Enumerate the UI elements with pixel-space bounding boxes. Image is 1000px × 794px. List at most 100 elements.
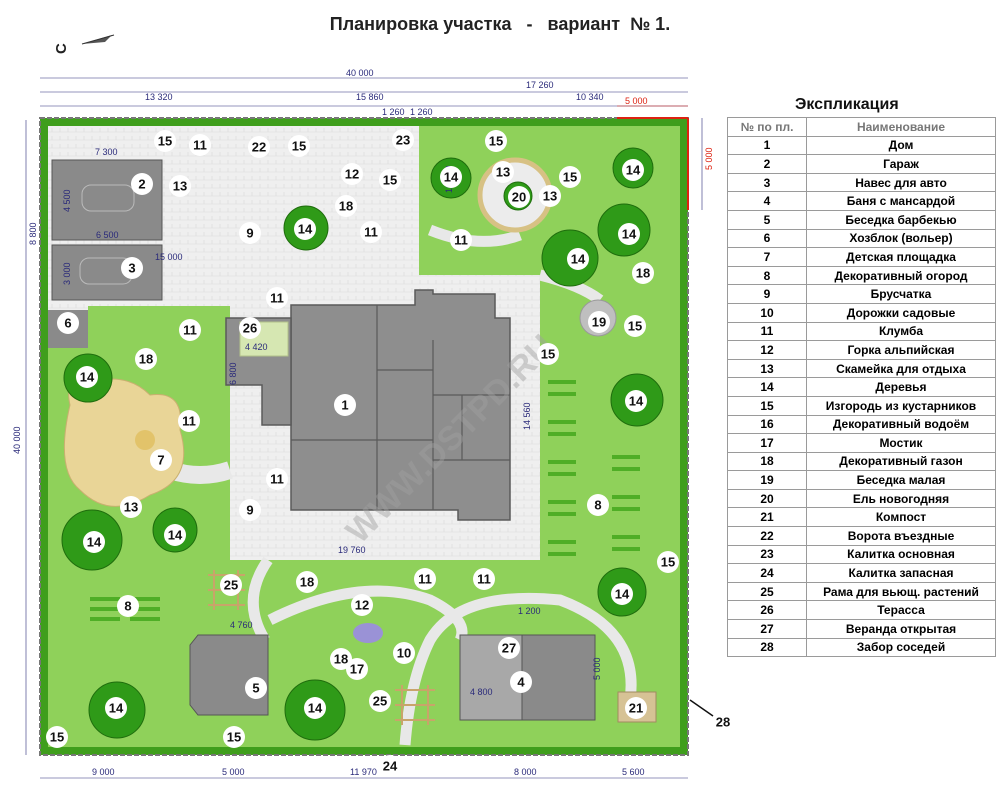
legend-row-name: Калитка запасная xyxy=(806,563,996,583)
legend-row-number: 1 xyxy=(727,135,807,156)
feature-label-8: 8 xyxy=(124,599,131,614)
legend-row-number: 27 xyxy=(727,619,807,639)
feature-label-circle xyxy=(266,287,288,309)
feature-label-circle xyxy=(164,524,186,546)
vegetable-beds xyxy=(90,380,640,621)
legend-row-name: Декоративный огород xyxy=(806,265,996,286)
bbq-gazebo xyxy=(189,634,269,716)
legend-col-no: № по пл. xyxy=(727,117,807,137)
dim-drive: 15 000 xyxy=(155,252,183,262)
feature-label-15: 15 xyxy=(489,134,503,149)
legend-row-number: 11 xyxy=(727,321,807,342)
legend-row-name: Беседка барбекью xyxy=(806,209,996,230)
feature-label-1: 1 xyxy=(341,398,348,413)
dim-right-neighbor: 5 000 xyxy=(704,147,714,170)
house-walls xyxy=(291,305,510,510)
feature-label-14: 14 xyxy=(629,394,644,409)
feature-label-circle xyxy=(510,671,532,693)
feature-label-circle xyxy=(632,262,654,284)
dim-bottom-5: 5 600 xyxy=(622,767,645,777)
dim-bottom-4: 8 000 xyxy=(514,767,537,777)
legend-row-name: Мостик xyxy=(806,433,996,453)
legend-row-number: 16 xyxy=(727,414,807,435)
feature-label-13: 13 xyxy=(173,179,187,194)
feature-label-circle xyxy=(334,394,356,416)
legend-row-name: Дом xyxy=(806,135,996,156)
legend-row-name: Ворота въездные xyxy=(806,526,996,546)
legend-row-number: 18 xyxy=(727,451,807,472)
feature-label-circle xyxy=(239,499,261,521)
feature-label-14: 14 xyxy=(444,170,459,185)
feature-label-11: 11 xyxy=(183,323,197,338)
feature-label-18: 18 xyxy=(300,575,314,590)
fence xyxy=(39,117,689,756)
feature-label-circle xyxy=(360,221,382,243)
feature-label-circle xyxy=(135,348,157,370)
feature-label-14: 14 xyxy=(308,701,323,716)
feature-label-13: 13 xyxy=(124,500,138,515)
feature-label-15: 15 xyxy=(227,730,241,745)
legend-row-number: 9 xyxy=(727,284,807,304)
feature-label-6: 6 xyxy=(64,316,71,331)
legend-row-name: Компост xyxy=(806,507,996,528)
north-arrow: С xyxy=(53,34,115,54)
feature-label-circle xyxy=(117,595,139,617)
legend-row-name: Деревья xyxy=(806,377,996,397)
feature-label-circle xyxy=(392,129,414,151)
feature-label-15: 15 xyxy=(383,173,397,188)
dim-gate1: 1 260 xyxy=(382,107,405,117)
feature-label-17: 17 xyxy=(350,662,364,677)
legend-row-number: 21 xyxy=(727,507,807,528)
feature-label-circle xyxy=(414,568,436,590)
feature-label-circle xyxy=(330,648,352,670)
legend-row-number: 17 xyxy=(727,433,807,453)
feature-label-9: 9 xyxy=(246,226,253,241)
feature-label-circle xyxy=(220,574,242,596)
dim-7300: 7 300 xyxy=(95,147,118,157)
legend-row-name: Ель новогодняя xyxy=(806,488,996,509)
feature-label-7: 7 xyxy=(157,453,164,468)
legend-row-number: 23 xyxy=(727,544,807,565)
feature-label-15: 15 xyxy=(50,730,64,745)
feature-label-circle xyxy=(473,568,495,590)
feature-label-4: 4 xyxy=(517,675,525,690)
feature-label-circle xyxy=(105,697,127,719)
feature-label-11: 11 xyxy=(477,572,491,587)
feature-label-circle xyxy=(341,163,363,185)
dim-gazebo-w: 4 760 xyxy=(230,620,253,630)
feature-label-14: 14 xyxy=(615,587,630,602)
feature-label-21: 21 xyxy=(629,701,643,716)
legend-row-number: 13 xyxy=(727,358,807,379)
feature-label-18: 18 xyxy=(139,352,153,367)
feature-label-15: 15 xyxy=(158,134,172,149)
legend-row-name: Забор соседей xyxy=(806,637,996,658)
feature-label-27: 27 xyxy=(502,641,516,656)
dim-left-upper: 8 800 xyxy=(28,222,38,245)
feature-label-18: 18 xyxy=(636,266,650,281)
feature-label-circle xyxy=(625,390,647,412)
feature-label-10: 10 xyxy=(397,646,411,661)
legend-row-number: 8 xyxy=(727,265,807,286)
feature-label-circle xyxy=(611,583,633,605)
pond xyxy=(353,623,383,643)
dim-bottom-2: 5 000 xyxy=(222,767,245,777)
feature-label-12: 12 xyxy=(355,598,369,613)
legend-row-number: 22 xyxy=(727,526,807,546)
feature-label-circle xyxy=(346,658,368,680)
feature-label-circle xyxy=(288,135,310,157)
sandbox xyxy=(135,430,155,450)
